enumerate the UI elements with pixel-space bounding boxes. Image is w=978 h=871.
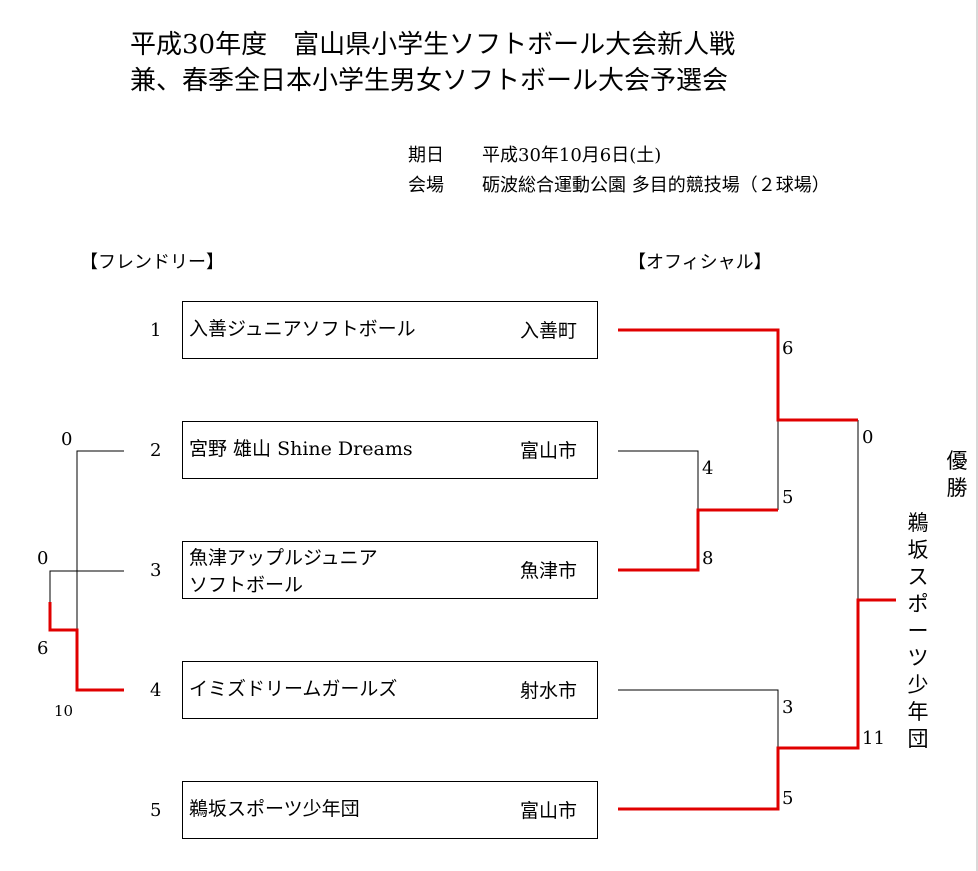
seed-1: 1 <box>150 320 162 341</box>
official-win-team1 <box>618 328 858 422</box>
team-box-3: 魚津アップルジュニア ソフトボール 魚津市 <box>182 541 598 599</box>
venue-label: 会場 <box>408 175 444 196</box>
official-score-team2: 4 <box>702 458 714 479</box>
friendly-win-line <box>48 602 124 692</box>
team-name: 宮野 雄山 Shine Dreams <box>189 438 413 460</box>
team-box-1: 入善ジュニアソフトボール 入善町 <box>182 301 598 359</box>
date-row: 期日 平成30年10月6日(土) <box>408 144 661 168</box>
official-win-team3 <box>618 508 778 572</box>
date-value: 平成30年10月6日(土) <box>482 145 662 166</box>
venue-value: 砺波総合運動公園 多目的競技場（２球場） <box>482 175 830 196</box>
team-city: 富山市 <box>519 800 577 822</box>
title-line2: 兼、春季全日本小学生男女ソフトボール大会予選会 <box>130 66 729 96</box>
official-line-team2 <box>618 450 699 510</box>
team-name-line1: 魚津アップルジュニア <box>189 547 378 569</box>
team-name: 鵜坂スポーツ少年団 <box>189 798 360 820</box>
champion-label: 優勝 <box>946 449 968 500</box>
team-name: 魚津アップルジュニア ソフトボール <box>189 545 378 599</box>
seed-3: 3 <box>150 560 162 581</box>
official-score-team3-semi: 5 <box>782 487 794 508</box>
friendly-line-team2 <box>76 450 124 630</box>
official-heading: 【オフィシャル】 <box>628 252 772 273</box>
official-score-team3: 8 <box>702 548 714 569</box>
friendly-score-team2: 0 <box>61 429 73 450</box>
official-score-team1-semi: 6 <box>782 338 794 359</box>
official-score-team4-semi: 3 <box>782 697 794 718</box>
team-box-2: 宮野 雄山 Shine Dreams 富山市 <box>182 421 598 479</box>
team-name: 入善ジュニアソフトボール <box>189 318 416 340</box>
title-line1: 平成30年度 富山県小学生ソフトボール大会新人戦 <box>130 30 736 60</box>
team-box-4: イミズドリームガールズ 射水市 <box>182 661 598 719</box>
team-city: 入善町 <box>519 320 577 342</box>
friendly-score-team3: 0 <box>37 548 49 569</box>
friendly-score-team3-r2: 6 <box>37 638 49 659</box>
team-city: 富山市 <box>519 440 577 462</box>
seed-4: 4 <box>150 680 162 701</box>
date-label: 期日 <box>408 145 444 166</box>
champion-name: 鵜坂スポーツ少年団 <box>907 511 929 751</box>
friendly-line-team3 <box>49 570 124 602</box>
venue-row: 会場 砺波総合運動公園 多目的競技場（２球場） <box>408 174 830 198</box>
seed-5: 5 <box>150 800 162 821</box>
official-win-team5 <box>618 598 896 811</box>
team-city: 魚津市 <box>519 560 577 582</box>
team-name-line2: ソフトボール <box>189 574 304 596</box>
official-score-final-bottom: 11 <box>862 728 885 749</box>
friendly-score-team4: 10 <box>54 702 74 720</box>
team-name: イミズドリームガールズ <box>189 678 398 700</box>
official-line-team4 <box>618 689 779 748</box>
right-border <box>976 0 978 871</box>
team-city: 射水市 <box>519 680 577 702</box>
seed-2: 2 <box>150 440 162 461</box>
official-score-team5-semi: 5 <box>782 788 794 809</box>
team-box-5: 鵜坂スポーツ少年団 富山市 <box>182 781 598 839</box>
official-score-final-top: 0 <box>862 427 874 448</box>
friendly-heading: 【フレンドリー】 <box>80 252 224 273</box>
